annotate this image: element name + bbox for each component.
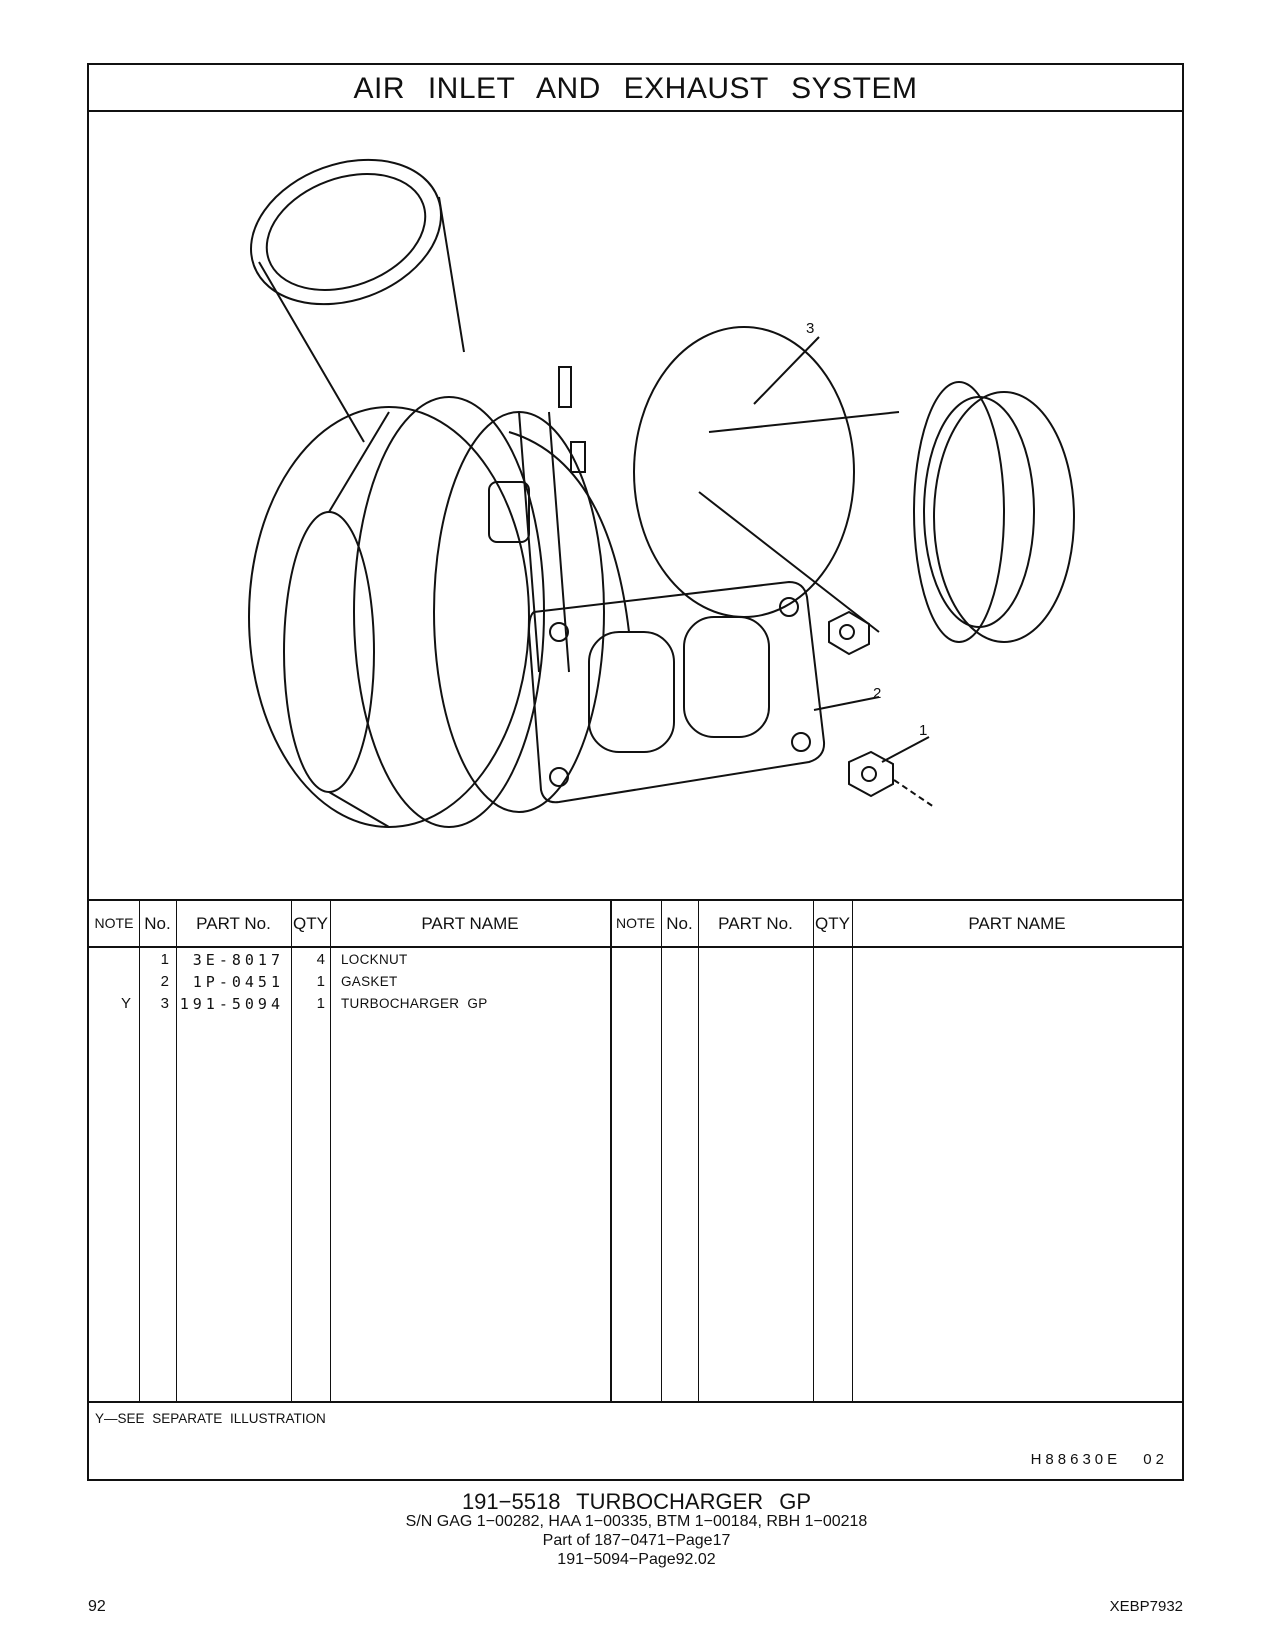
part-of-reference: Part of 187−0471−Page17 (542, 1532, 731, 1549)
header-note: NOTE (94, 915, 134, 931)
table-row: 2 1P-0451 1 GASKET (89, 971, 1182, 993)
row-part-name: LOCKNUT (341, 952, 408, 967)
header-qty: QTY (293, 914, 328, 933)
row-part-name: TURBOCHARGER GP (341, 996, 488, 1011)
header-part-name: PART NAME (421, 914, 519, 933)
header-part-no: PART No. (196, 914, 271, 933)
page-reference: 191−5094−Page92.02 (557, 1551, 716, 1568)
callout-2: 2 (873, 685, 882, 702)
page-title: AIR INLET AND EXHAUST SYSTEM (89, 65, 1182, 112)
row-note: Y (120, 995, 131, 1012)
row-part-number: 3E-8017 (192, 951, 284, 969)
row-number: 3 (160, 995, 169, 1012)
table-row: Y 3 191-5094 1 TURBOCHARGER GP (89, 993, 1182, 1015)
row-qty: 1 (316, 995, 325, 1012)
row-note (89, 949, 131, 971)
header-qty-right: QTY (815, 914, 850, 933)
callout-3: 3 (806, 320, 815, 337)
row-number: 2 (160, 973, 169, 990)
header-part-no-right: PART No. (718, 914, 793, 933)
row-qty: 1 (316, 973, 325, 990)
header-no: No. (144, 914, 171, 933)
table-footer: Y—SEE SEPARATE ILLUSTRATION H88630E 02 (89, 1401, 1182, 1481)
row-part-number: 1P-0451 (192, 973, 284, 991)
footnote: Y—SEE SEPARATE ILLUSTRATION (95, 1411, 326, 1426)
document-id: XEBP7932 (1109, 1598, 1183, 1615)
header-part-name-right: PART NAME (968, 914, 1066, 933)
group-title: 191−5518 TURBOCHARGER GP (461, 1489, 812, 1514)
parts-page-frame: AIR INLET AND EXHAUST SYSTEM (87, 63, 1184, 1481)
parts-table: NOTE No. PART No. QTY PART NAME NOTE No.… (89, 899, 1182, 1403)
row-part-number: 191-5094 (179, 995, 284, 1013)
row-note (89, 971, 131, 993)
turbocharger-illustration: 3 2 1 (89, 112, 1182, 899)
header-note-right: NOTE (616, 915, 655, 931)
row-part-name: GASKET (341, 974, 398, 989)
illustration-code: H88630E 02 (1030, 1451, 1168, 1468)
callout-1: 1 (919, 722, 928, 739)
row-number: 1 (160, 951, 169, 968)
table-row: 1 3E-8017 4 LOCKNUT (89, 949, 1182, 971)
page-number: 92 (88, 1598, 106, 1615)
turbocharger-drawing (248, 158, 1075, 828)
serial-numbers: S/N GAG 1−00282, HAA 1−00335, BTM 1−0018… (405, 1513, 868, 1530)
row-qty: 4 (316, 951, 325, 968)
header-no-right: No. (666, 914, 693, 933)
